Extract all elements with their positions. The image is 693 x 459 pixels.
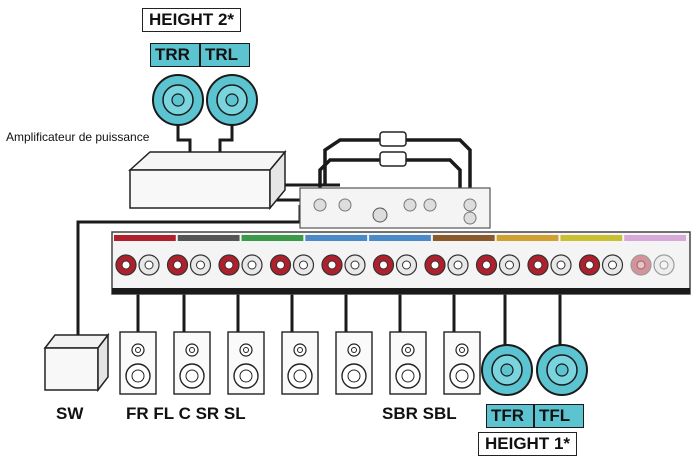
tower-speaker-icon	[119, 331, 157, 395]
terminal-red	[527, 254, 549, 276]
terminal-red	[475, 254, 498, 276]
terminal-white	[344, 254, 366, 276]
section-color-bar	[624, 235, 686, 241]
terminal-red	[630, 254, 652, 276]
receiver-preout-panel	[299, 187, 491, 229]
subwoofer-label: SW	[56, 404, 84, 423]
amplifier-label: Amplificateur de puissance	[6, 130, 150, 144]
terminal-red	[424, 254, 446, 276]
height2-label: HEIGHT 2*	[142, 8, 242, 32]
tfl-label: TFL	[534, 404, 584, 428]
section-color-bar	[305, 235, 368, 241]
terminal-red	[166, 254, 189, 276]
tower-speaker-icon	[281, 331, 319, 395]
terminal-white	[447, 254, 469, 276]
terminal-section-bars	[114, 235, 686, 241]
section-color-bar	[560, 235, 623, 241]
terminal-red	[321, 254, 343, 276]
tower-speaker-icon	[227, 331, 265, 395]
section-color-bar	[114, 235, 176, 241]
terminal-white	[550, 254, 572, 276]
floor-speakers	[119, 331, 481, 395]
terminal-red	[578, 254, 601, 276]
terminal-red	[372, 254, 395, 276]
terminal-red	[115, 254, 137, 276]
section-color-bar	[369, 235, 431, 241]
front-group-label: FR FL C SR SL	[126, 404, 246, 423]
subwoofer-icon	[43, 332, 110, 393]
ceiling-speaker-icon	[481, 344, 588, 396]
trr-label: TRR	[150, 43, 200, 67]
trl-label: TRL	[200, 43, 250, 67]
terminal-white	[292, 254, 315, 276]
tower-speaker-icon	[443, 331, 481, 395]
terminal-white	[138, 254, 160, 276]
terminal-red	[269, 254, 292, 276]
ceiling-speaker-icon	[152, 74, 258, 126]
back-group-label: SBR SBL	[382, 404, 457, 423]
height1-label: HEIGHT 1*	[478, 432, 578, 456]
tfr-label: TFR	[486, 404, 534, 428]
section-color-bar	[241, 235, 304, 241]
tower-speaker-icon	[173, 331, 211, 395]
terminal-white	[189, 254, 212, 276]
tower-speaker-icon	[389, 331, 427, 395]
speaker-terminals	[115, 254, 675, 276]
tower-speaker-icon	[335, 331, 373, 395]
terminal-white	[498, 254, 521, 276]
terminal-white	[395, 254, 418, 276]
terminal-white	[241, 254, 263, 276]
section-color-bar	[496, 235, 559, 241]
section-color-bar	[177, 235, 240, 241]
power-amplifier-icon	[128, 149, 287, 211]
terminal-white	[653, 254, 675, 276]
terminal-white	[601, 254, 624, 276]
section-color-bar	[432, 235, 495, 241]
terminal-red	[218, 254, 240, 276]
